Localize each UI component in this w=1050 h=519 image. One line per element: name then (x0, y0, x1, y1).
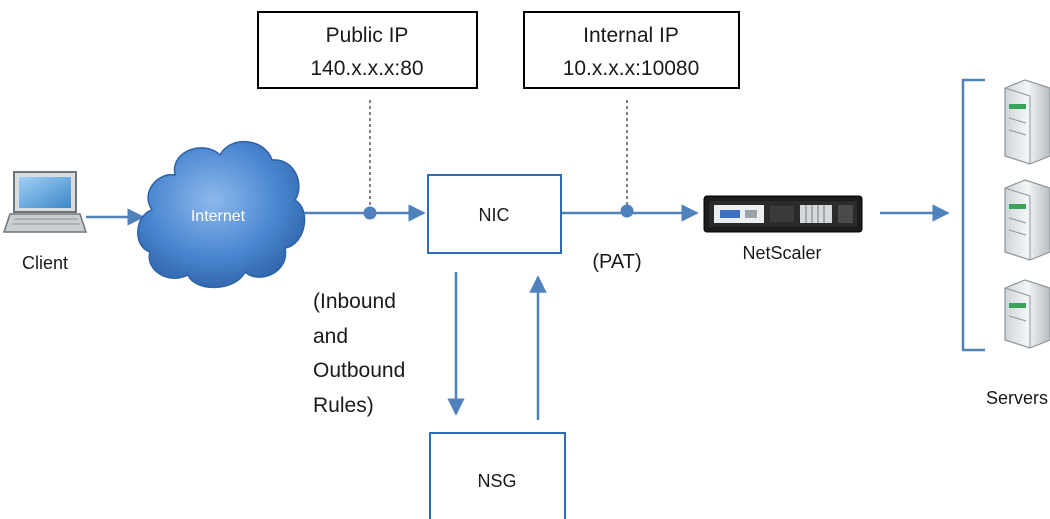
server-icon (1004, 279, 1050, 349)
public-ip-address: 140.x.x.x:80 (310, 57, 423, 80)
internal-ip-address: 10.x.x.x:10080 (563, 57, 700, 80)
nsg-box: NSG (429, 432, 566, 519)
pat-label: (PAT) (592, 251, 641, 273)
internal-ip-point (620, 204, 634, 218)
rules-line: Rules) (313, 394, 374, 417)
laptop-icon (2, 171, 88, 233)
public-ip-point (363, 206, 377, 220)
rules-line: and (313, 325, 348, 348)
nsg-label: NSG (477, 471, 516, 491)
servers-bracket (961, 78, 985, 352)
rules-label: (Inbound and Outbound Rules) (313, 290, 405, 417)
public-ip-title: Public IP (326, 24, 409, 47)
netscaler-label: NetScaler (742, 243, 821, 263)
server-icon (1004, 79, 1050, 165)
rules-line: Outbound (313, 359, 405, 382)
cloud-icon (137, 140, 306, 289)
nic-box: NIC (427, 174, 562, 254)
internal-ip-box: Internal IP 10.x.x.x:10080 (523, 11, 740, 89)
rules-line: (Inbound (313, 290, 396, 313)
nic-label: NIC (479, 205, 510, 225)
internal-ip-title: Internal IP (583, 24, 679, 47)
appliance-icon (703, 195, 863, 233)
internet-label: Internet (191, 208, 246, 225)
server-icon (1004, 179, 1050, 261)
public-ip-box: Public IP 140.x.x.x:80 (257, 11, 478, 89)
servers-label: Servers (986, 388, 1048, 408)
client-label: Client (22, 253, 68, 273)
